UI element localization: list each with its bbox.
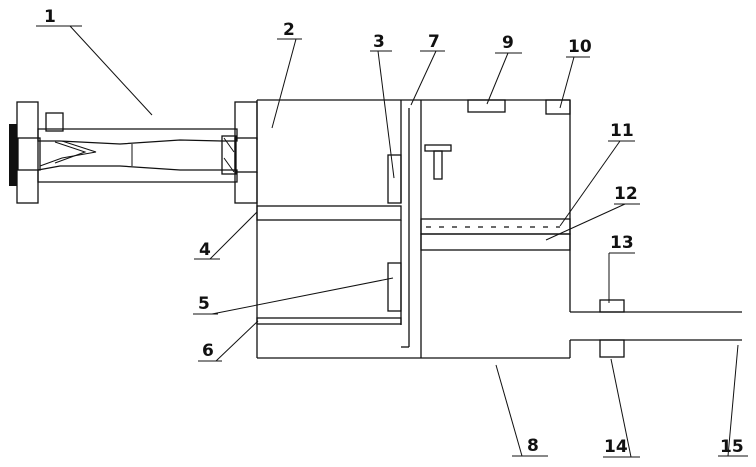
lower-valve — [387, 262, 402, 312]
right-flange — [234, 101, 258, 204]
upper-valve — [387, 154, 402, 204]
label-9: 9 — [502, 33, 514, 53]
packing-layer — [420, 233, 571, 251]
label-13: 13 — [610, 233, 634, 253]
outlet-pipe — [570, 299, 742, 358]
label-8: 8 — [527, 436, 539, 456]
right-flange-bore — [234, 137, 258, 173]
label-15: 15 — [720, 437, 744, 457]
leader-lines — [36, 25, 748, 458]
label-6: 6 — [202, 341, 214, 361]
label-10: 10 — [568, 37, 592, 57]
label-14: 14 — [604, 437, 628, 457]
joint-detail — [223, 137, 235, 173]
label-3: 3 — [373, 32, 385, 52]
top-fitting-9 — [467, 99, 506, 113]
outlet-fitting-13 — [599, 299, 625, 313]
nozzle-inner — [54, 141, 87, 164]
label-11: 11 — [610, 121, 634, 141]
end-cap — [9, 124, 17, 186]
vessel-body — [256, 99, 571, 359]
nozzle-cone — [39, 140, 97, 167]
label-1: 1 — [44, 7, 56, 27]
left-flange — [16, 101, 39, 204]
top-fitting-10 — [545, 99, 571, 115]
label-12: 12 — [614, 184, 638, 204]
pipe-joint — [221, 135, 237, 175]
pipe-lower-wall — [37, 165, 238, 183]
label-7: 7 — [428, 32, 440, 52]
flange-bore — [17, 137, 41, 171]
pipe-upper-wall — [37, 128, 238, 145]
injector-assembly — [9, 101, 258, 204]
label-4: 4 — [199, 240, 211, 260]
outlet-fitting-14 — [599, 339, 625, 358]
mesh-layer — [256, 205, 402, 221]
label-2: 2 — [283, 20, 295, 40]
top-port — [45, 112, 64, 132]
label-5: 5 — [198, 294, 210, 314]
bottom-screen — [256, 317, 402, 325]
t-valve-icon — [424, 144, 452, 180]
